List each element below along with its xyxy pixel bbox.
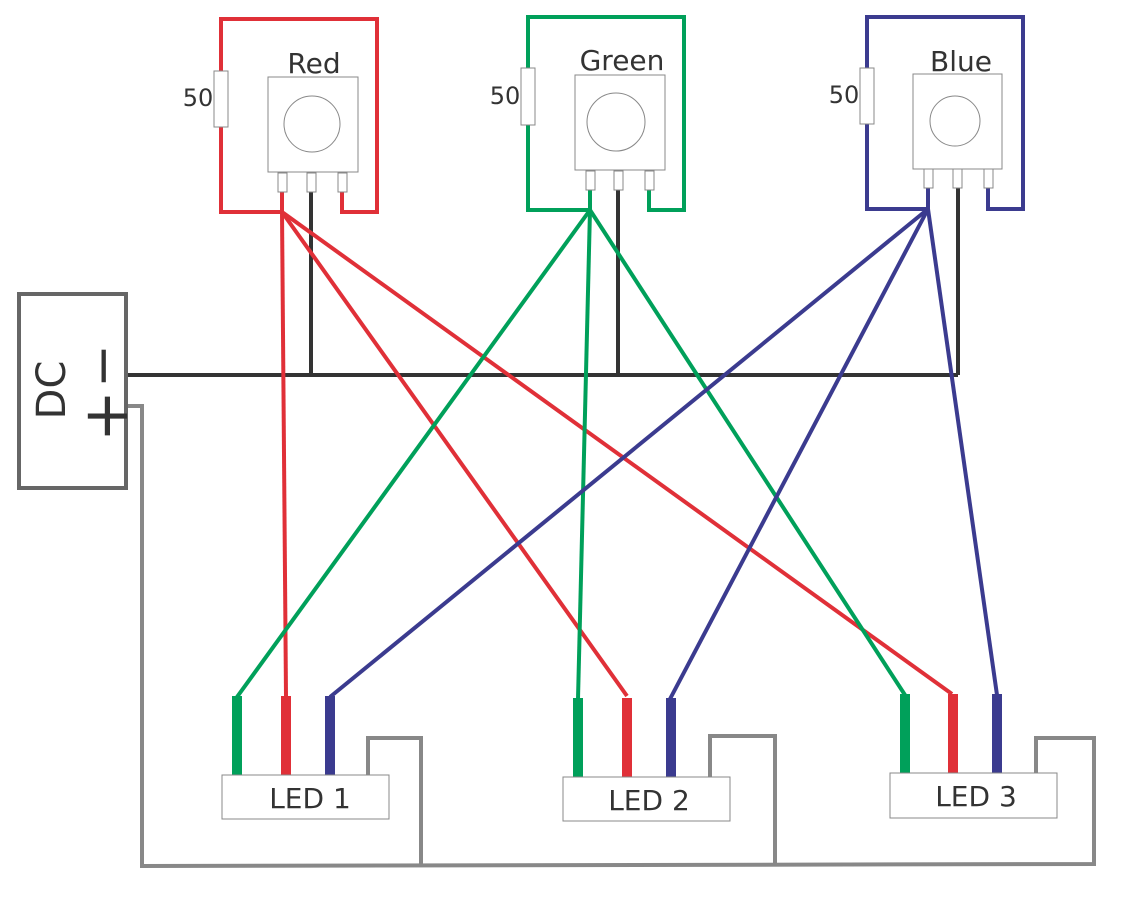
pin [923, 168, 934, 189]
positive-wire [126, 404, 1096, 869]
knob-icon [586, 92, 646, 152]
potentiometer-label-blue: Blue [930, 45, 992, 78]
resistor-red [213, 70, 229, 128]
knob-icon [283, 95, 341, 153]
pin [277, 172, 288, 193]
dc-box [17, 292, 128, 490]
knob-icon [929, 95, 981, 147]
potentiometer-label-red: Red [287, 47, 340, 80]
led-lead-blue [992, 694, 1002, 773]
blue-channel-wiring [328, 15, 1025, 700]
potentiometer-red: 50 Red [183, 47, 359, 193]
pin [585, 170, 596, 191]
green-channel-wiring [235, 15, 907, 700]
potentiometer-green: 50 Green [490, 44, 666, 191]
led-lead-blue [666, 698, 676, 777]
red-channel-wiring [219, 17, 954, 698]
potentiometer-label-green: Green [580, 44, 665, 77]
dc-label: DC [29, 361, 75, 420]
pin [306, 172, 317, 193]
led-lead-red [622, 698, 632, 777]
pin [613, 170, 624, 191]
led-lead-green [232, 696, 242, 775]
led-label: LED 2 [608, 784, 690, 817]
led-lead-green [900, 694, 910, 773]
resistor-green [520, 67, 536, 126]
led-1: LED 1 [221, 696, 390, 820]
led-lead-red [281, 696, 291, 775]
pin [983, 168, 994, 189]
minus-terminal-label: − [73, 344, 133, 388]
plus-terminal-label: + [69, 390, 142, 442]
dc-power-supply: DC − + [17, 292, 142, 490]
pin [337, 172, 348, 193]
led-lead-red [948, 694, 958, 773]
pin [644, 170, 655, 191]
pin [952, 168, 963, 189]
resistor-blue [859, 67, 875, 125]
led-lead-green [573, 698, 583, 777]
led-2: LED 2 [562, 698, 731, 822]
negative-bus [126, 188, 960, 377]
led-body [562, 776, 731, 822]
resistor-label-green: 50 [490, 82, 521, 110]
led-label: LED 1 [269, 782, 351, 815]
led-body [889, 772, 1058, 819]
resistor-label-blue: 50 [829, 81, 860, 109]
potentiometer-blue: 50 Blue [829, 45, 1003, 189]
led-body [221, 774, 390, 820]
resistor-label-red: 50 [183, 84, 214, 112]
led-lead-blue [325, 696, 335, 775]
led-3: LED 3 [889, 694, 1058, 819]
led-label: LED 3 [935, 780, 1017, 813]
